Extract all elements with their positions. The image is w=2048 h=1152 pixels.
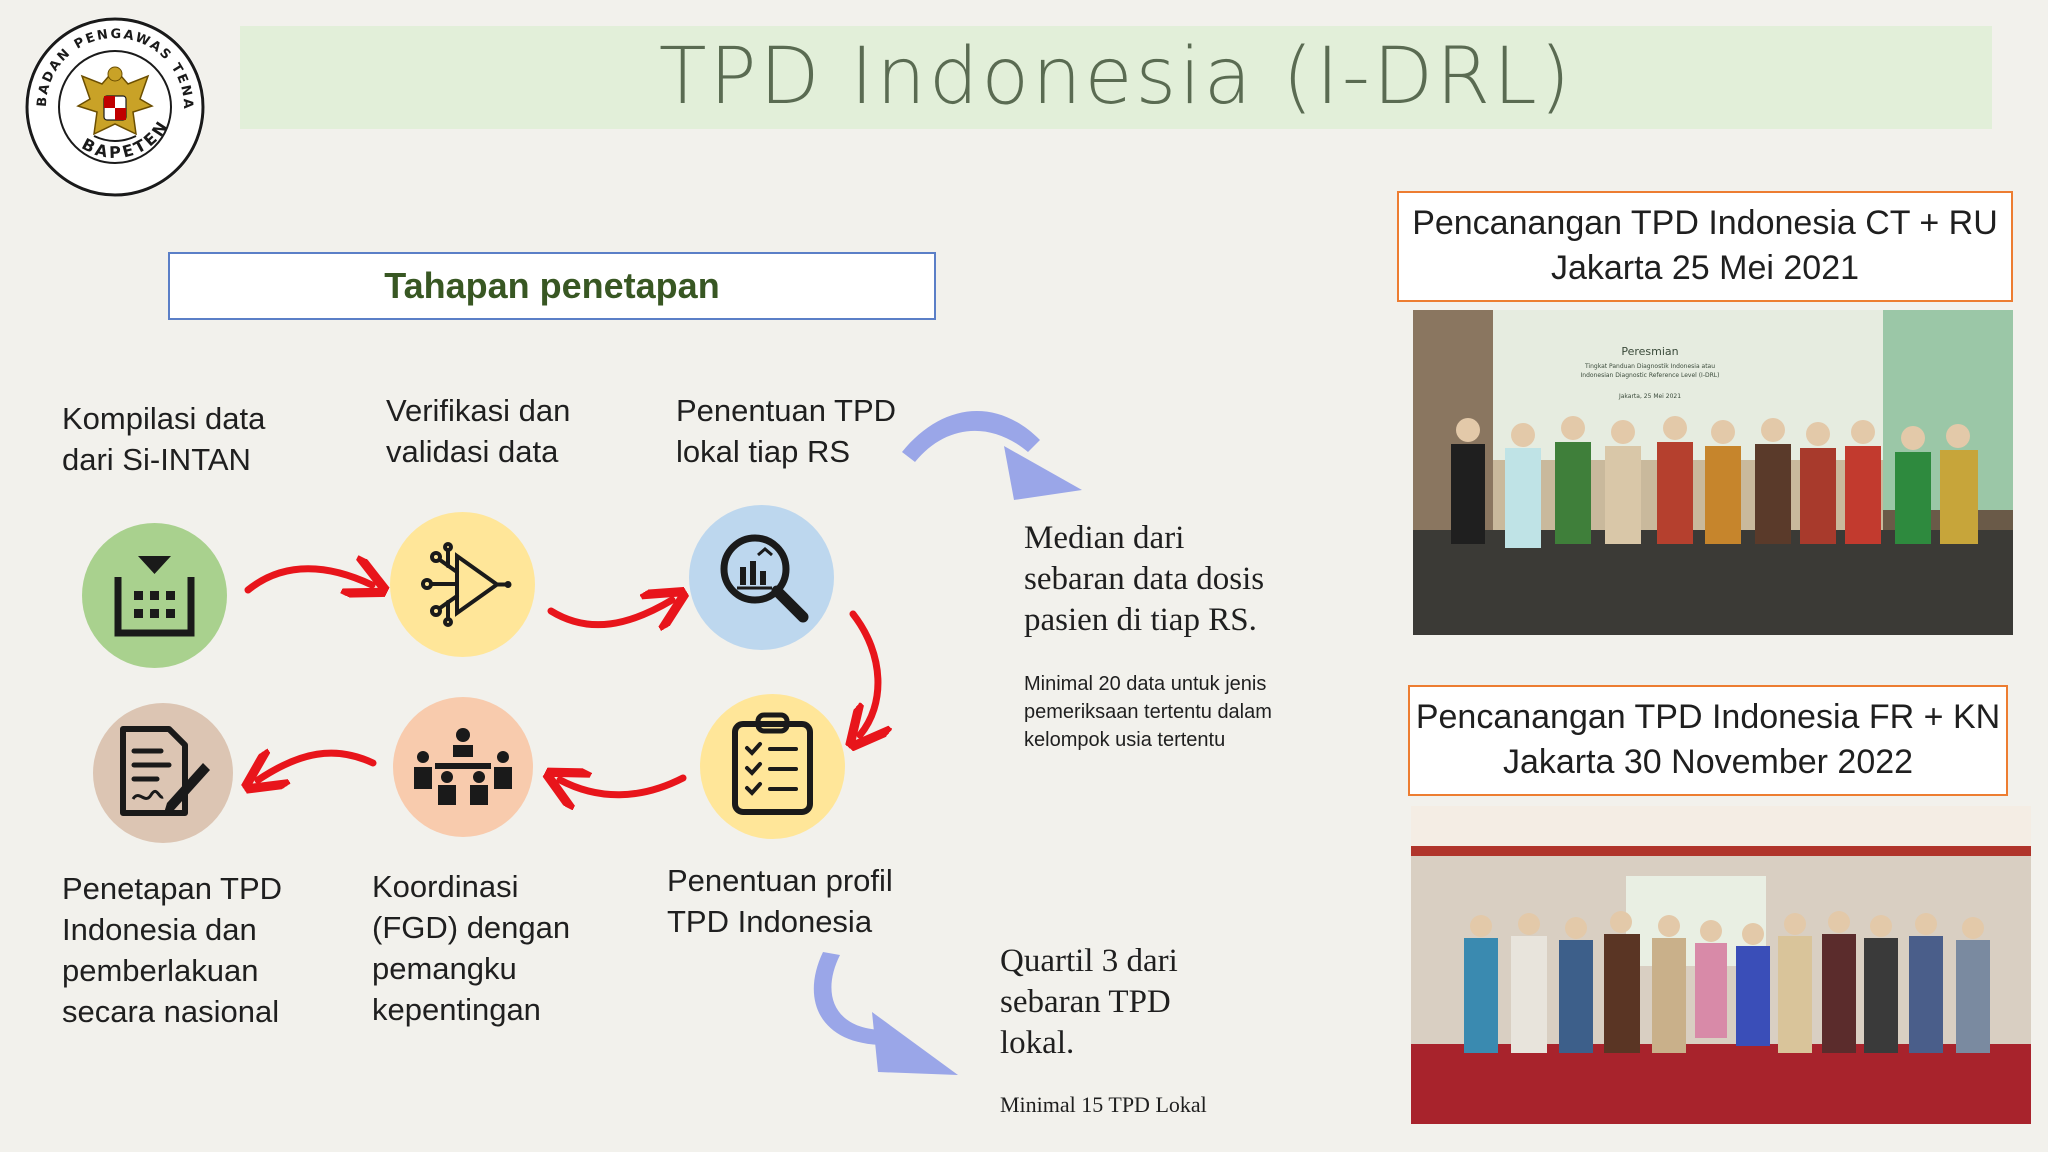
page-title: TPD Indonesia (I-DRL) bbox=[658, 32, 1574, 122]
step-6-label: Penetapan TPD Indonesia dan pemberlakuan… bbox=[62, 868, 282, 1032]
event-1-photo-banner-line-1: Tingkat Panduan Diagnostik Indonesia ata… bbox=[1584, 363, 1715, 370]
section-header-box: Tahapan penetapan bbox=[168, 252, 936, 320]
event-2-people bbox=[1464, 911, 1990, 1053]
event-1-photo-banner-title: Peresmian bbox=[1621, 345, 1678, 358]
flow-arrow-3-4 bbox=[853, 610, 878, 735]
step-1-label-line-1: Kompilasi data bbox=[62, 401, 266, 436]
title-banner: TPD Indonesia (I-DRL) bbox=[240, 26, 1992, 129]
median-note: Median dari sebaran data dosis pasien di… bbox=[1024, 518, 1264, 641]
event-1-photo-banner-date: Jakarta, 25 Mei 2021 bbox=[1618, 393, 1681, 400]
document-sign-icon bbox=[120, 726, 210, 816]
quartile-note: Quartil 3 dari sebaran TPD lokal. bbox=[1000, 941, 1178, 1064]
event-2-date: Jakarta 30 November 2022 bbox=[1502, 743, 1914, 781]
magnify-chart-icon bbox=[720, 534, 809, 623]
event-2-photo bbox=[1411, 806, 2031, 1124]
quartile-note-line-1: Quartil 3 dari bbox=[1000, 943, 1178, 979]
step-3-circle bbox=[689, 505, 834, 650]
step-4-circle bbox=[700, 694, 845, 839]
event-2-caption-box: Pencanangan TPD Indonesia FR + KN Jakart… bbox=[1408, 685, 2008, 796]
flow-arrow-2-3 bbox=[547, 600, 672, 625]
step-5-label: Koordinasi (FGD) dengan pemangku kepenti… bbox=[372, 866, 570, 1030]
garuda-emblem-icon bbox=[76, 66, 154, 142]
median-subnote-line-1: Minimal 20 data untuk jenis bbox=[1024, 673, 1267, 695]
step-3-label: Penentuan TPD lokal tiap RS bbox=[676, 390, 896, 472]
step-3-label-line-1: Penentuan TPD bbox=[676, 393, 897, 428]
step-2-circle bbox=[390, 512, 535, 657]
step-3-label-line-2: lokal tiap RS bbox=[676, 434, 851, 469]
step-2-label-line-2: validasi data bbox=[386, 434, 559, 469]
step-5-label-line-3: pemangku bbox=[372, 951, 517, 986]
median-note-line-2: sebaran data dosis bbox=[1024, 561, 1265, 597]
step-2-label: Verifikasi dan validasi data bbox=[386, 390, 570, 472]
step-5-label-line-1: Koordinasi bbox=[372, 869, 519, 904]
flow-arrow-1-2 bbox=[244, 569, 372, 590]
step-4-label-line-2: TPD Indonesia bbox=[667, 904, 873, 939]
step-6-label-line-1: Penetapan TPD bbox=[62, 871, 283, 906]
quartile-subnote: Minimal 15 TPD Lokal bbox=[1000, 1092, 1207, 1117]
event-2-title: Pencanangan TPD Indonesia FR + KN bbox=[1415, 698, 2001, 736]
event-1-title: Pencanangan TPD Indonesia CT + RU bbox=[1412, 204, 1998, 242]
clipboard-checklist-icon bbox=[732, 712, 813, 815]
step-1-circle bbox=[82, 523, 227, 668]
median-note-line-1: Median dari bbox=[1024, 520, 1185, 556]
quartile-note-line-2: sebaran TPD bbox=[1000, 984, 1171, 1020]
event-1-date: Jakarta 25 Mei 2021 bbox=[1550, 249, 1860, 287]
flow-arrow-4-5 bbox=[560, 778, 687, 795]
step-4-label-line-1: Penentuan profil bbox=[667, 863, 893, 898]
step-5-label-line-4: kepentingan bbox=[372, 992, 541, 1027]
step-5-circle bbox=[393, 697, 533, 837]
step-5-label-line-2: (FGD) dengan bbox=[372, 910, 571, 945]
section-title: Tahapan penetapan bbox=[384, 265, 720, 306]
bapeten-logo: BADAN PENGAWAS TENAGA NUKLIR BAPETEN bbox=[16, 3, 208, 200]
median-subnote: Minimal 20 data untuk jenis pemeriksaan … bbox=[1024, 670, 1272, 754]
event-1-people bbox=[1451, 416, 1978, 548]
curve-arrow-to-median bbox=[902, 411, 1082, 500]
median-note-line-3: pasien di tiap RS. bbox=[1024, 602, 1257, 638]
step-6-label-line-3: pemberlakuan bbox=[62, 953, 259, 988]
step-6-label-line-4: secara nasional bbox=[62, 994, 280, 1029]
step-1-label: Kompilasi data dari Si-INTAN bbox=[62, 398, 265, 480]
step-4-label: Penentuan profil TPD Indonesia bbox=[667, 860, 893, 942]
event-1-photo-banner-line-2: Indonesian Diagnostic Reference Level (I… bbox=[1581, 372, 1720, 379]
inbox-tray-icon bbox=[114, 556, 195, 637]
median-subnote-line-2: pemeriksaan tertentu dalam bbox=[1024, 701, 1272, 723]
step-2-label-line-1: Verifikasi dan bbox=[386, 393, 571, 428]
median-subnote-line-3: kelompok usia tertentu bbox=[1024, 729, 1226, 751]
quartile-note-line-3: lokal. bbox=[1000, 1025, 1075, 1061]
curve-arrow-to-quartile bbox=[813, 952, 958, 1075]
step-6-label-line-2: Indonesia dan bbox=[62, 912, 257, 947]
event-1-caption-box: Pencanangan TPD Indonesia CT + RU Jakart… bbox=[1397, 191, 2013, 302]
step-1-label-line-2: dari Si-INTAN bbox=[62, 442, 251, 477]
flow-arrow-5-6 bbox=[258, 753, 377, 780]
ai-filter-icon bbox=[421, 542, 512, 627]
meeting-group-icon bbox=[414, 728, 512, 805]
step-6-circle bbox=[93, 703, 233, 843]
event-1-photo: Peresmian Tingkat Panduan Diagnostik Ind… bbox=[1413, 310, 2013, 635]
